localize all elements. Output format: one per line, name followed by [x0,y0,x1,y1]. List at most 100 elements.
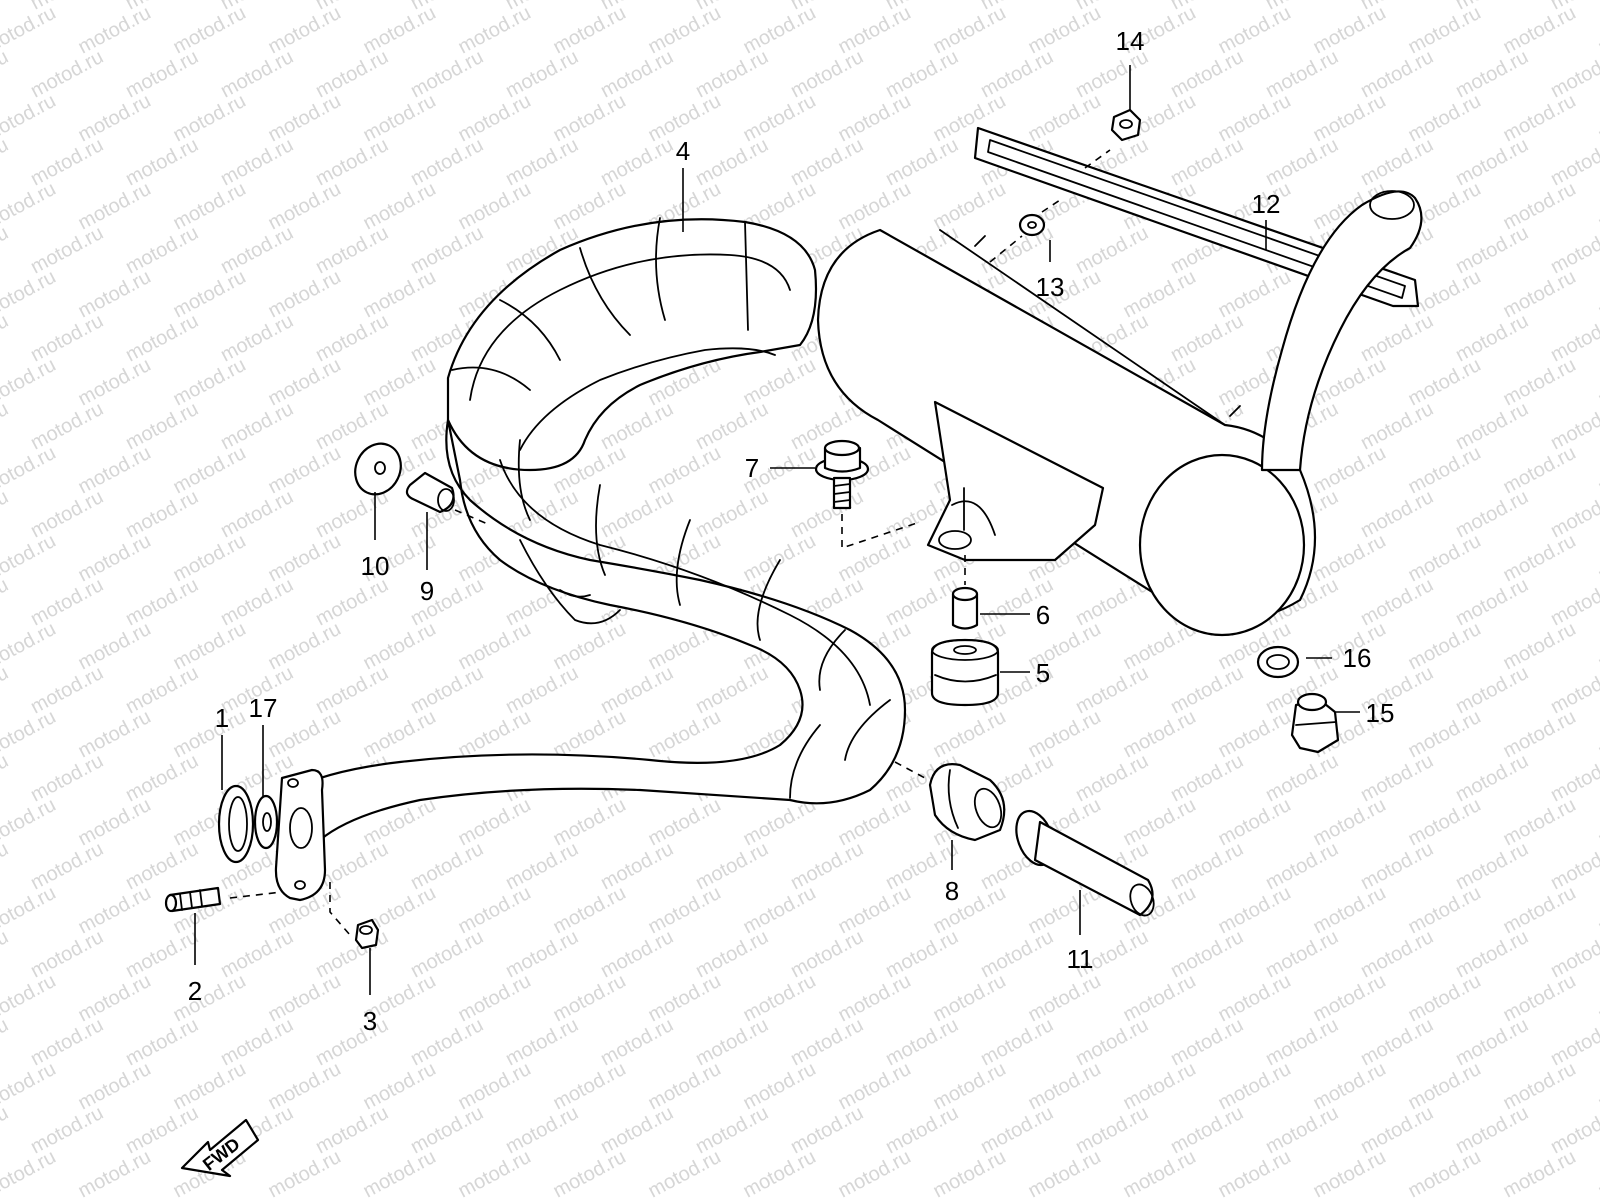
watermark-text: motod.ru [27,46,107,102]
watermark-text: motod.ru [1072,1102,1152,1158]
callout-1: 1 [215,703,229,733]
watermark-text: motod.ru [597,1014,677,1070]
watermark-text: motod.ru [502,134,582,190]
watermark-text: motod.ru [1167,1102,1247,1158]
part-tail-pipe [1260,190,1423,472]
watermark-text: motod.ru [122,1014,202,1070]
watermark-text: motod.ru [27,134,107,190]
watermark-text: motod.ru [835,1146,915,1200]
watermark-text: motod.ru [0,178,60,234]
watermark-text: motod.ru [217,398,297,454]
watermark-text: motod.ru [75,442,155,498]
watermark-text: motod.ru [550,1146,630,1200]
watermark-text: motod.ru [692,398,772,454]
watermark-text: motod.ru [1120,794,1200,850]
watermark-text: motod.ru [787,1102,867,1158]
watermark-text: motod.ru [1547,134,1600,190]
watermark-text: motod.ru [75,530,155,586]
watermark-text: motod.ru [27,750,107,806]
watermark-text: motod.ru [1025,1146,1105,1200]
watermark-text: motod.ru [122,310,202,366]
watermark-text: motod.ru [27,1102,107,1158]
watermark-text: motod.ru [170,354,250,410]
watermark-text: motod.ru [1310,90,1390,146]
watermark-text: motod.ru [977,926,1057,982]
watermark-text: motod.ru [1547,398,1600,454]
watermark-text: motod.ru [360,90,440,146]
watermark-text: motod.ru [1547,574,1600,630]
watermark-text: motod.ru [455,794,535,850]
watermark-text: motod.ru [122,1102,202,1158]
part-7-bolt [814,439,870,510]
part-10-washer [354,442,402,496]
watermark-text: motod.ru [550,970,630,1026]
watermark-text: motod.ru [265,618,345,674]
watermark-text: motod.ru [692,926,772,982]
watermark-text: motod.ru [1500,442,1580,498]
watermark-text: motod.ru [407,662,487,718]
watermark-text: motod.ru [1547,926,1600,982]
watermark-text: motod.ru [502,926,582,982]
watermark-text: motod.ru [0,0,12,14]
watermark-text: motod.ru [1072,1014,1152,1070]
watermark-text: motod.ru [502,838,582,894]
watermark-text: motod.ru [312,574,392,630]
watermark-text: motod.ru [1310,1058,1390,1114]
watermark-text: motod.ru [75,354,155,410]
fwd-arrow: FWD [180,1118,260,1178]
watermark-text: motod.ru [1500,530,1580,586]
part-14-nut [1110,108,1142,142]
watermark-text: motod.ru [1357,1014,1437,1070]
watermark-text: motod.ru [1405,354,1485,410]
watermark-text: motod.ru [1310,882,1390,938]
watermark-text: motod.ru [1215,882,1295,938]
watermark-text: motod.ru [787,838,867,894]
watermark-text: motod.ru [1357,398,1437,454]
watermark-text: motod.ru [27,1014,107,1070]
watermark-text: motod.ru [1167,134,1247,190]
watermark-text: motod.ru [740,530,820,586]
watermark-text: motod.ru [1595,178,1600,234]
watermark-text: motod.ru [1547,1014,1600,1070]
watermark-text: motod.ru [1595,882,1600,938]
watermark-text: motod.ru [1167,662,1247,718]
watermark-text: motod.ru [550,618,630,674]
part-8-grommet [928,763,1006,842]
watermark-text: motod.ru [1452,1102,1532,1158]
watermark-text: motod.ru [645,442,725,498]
part-16-washer [1256,645,1300,679]
watermark-text: motod.ru [645,2,725,58]
watermark-text: motod.ru [1500,794,1580,850]
watermark-text: motod.ru [1500,706,1580,762]
watermark-text: motod.ru [1025,1058,1105,1114]
watermark-text: motod.ru [1500,90,1580,146]
watermark-text: motod.ru [0,134,12,190]
watermark-text: motod.ru [27,838,107,894]
watermark-text: motod.ru [1167,310,1247,366]
watermark-text: motod.ru [0,530,60,586]
watermark-text: motod.ru [217,486,297,542]
watermark-text: motod.ru [1215,706,1295,762]
watermark-text: motod.ru [1357,574,1437,630]
callout-4: 4 [676,136,690,166]
watermark-text: motod.ru [265,442,345,498]
callout-13: 13 [1036,272,1065,302]
part-1-gasket [217,784,255,864]
watermark-text: motod.ru [75,970,155,1026]
watermark-text: motod.ru [692,1102,772,1158]
watermark-text: motod.ru [122,486,202,542]
watermark-text: motod.ru [502,1102,582,1158]
watermark-text: motod.ru [1072,750,1152,806]
watermark-text: motod.ru [550,2,630,58]
watermark-text: motod.ru [835,794,915,850]
watermark-text: motod.ru [835,882,915,938]
watermark-text: motod.ru [835,2,915,58]
callout-labels: 4 14 12 13 7 10 9 6 5 16 15 1 17 2 3 8 1… [188,26,1395,1036]
watermark-text: motod.ru [977,1014,1057,1070]
watermark-text: motod.ru [1405,618,1485,674]
watermark-text: motod.ru [1025,90,1105,146]
watermark-text: motod.ru [692,838,772,894]
watermark-text: motod.ru [1595,442,1600,498]
watermark-text: motod.ru [597,1102,677,1158]
watermark-text: motod.ru [1595,706,1600,762]
